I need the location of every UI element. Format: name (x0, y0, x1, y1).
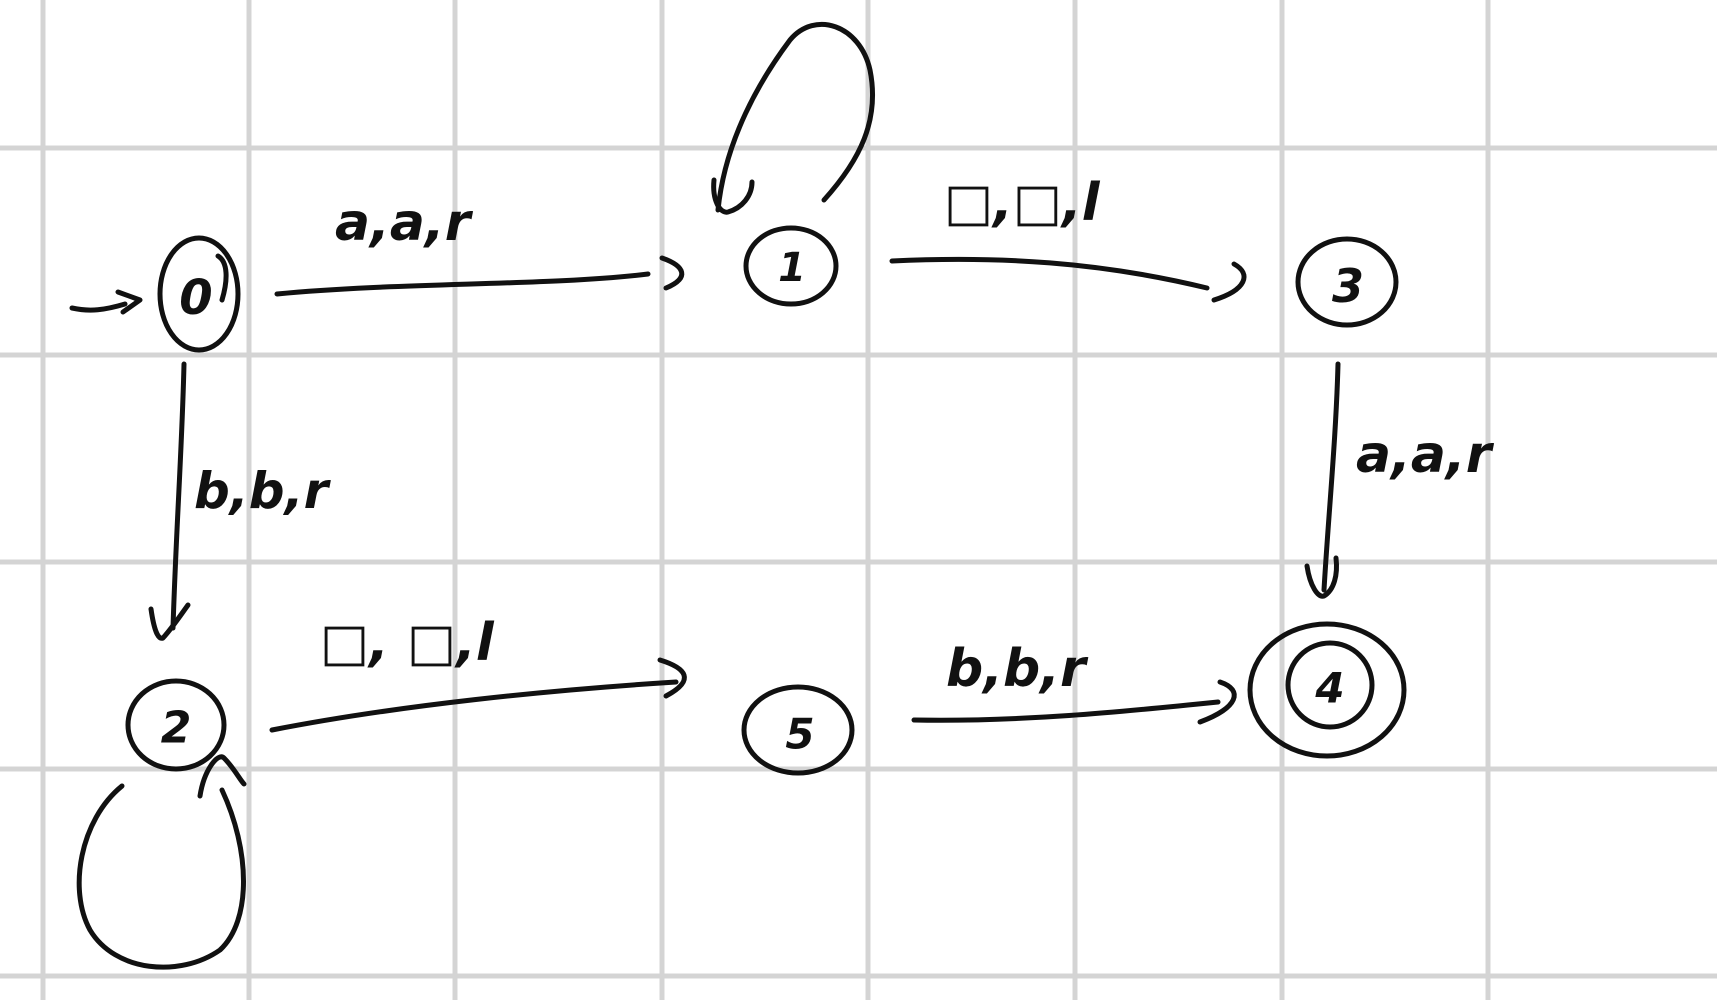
start-arrow (69, 289, 143, 315)
edge-0-1-line (274, 271, 651, 297)
state-3-label: 3 (1332, 259, 1364, 313)
edge-0-1-label: a,a,r (335, 193, 474, 253)
self-loop-2 (76, 754, 247, 970)
self-loop-2-curve (76, 783, 246, 970)
state-4-inner-circle (1285, 640, 1375, 730)
state-3: 3 (1295, 236, 1399, 328)
state-2: 2 (125, 678, 227, 772)
self-loop-1-arrowhead (711, 177, 755, 215)
state-5-label: 5 (785, 710, 814, 759)
edge-5-4-label: b,b,r (946, 639, 1089, 699)
edge-0-2: b,b,r (148, 361, 332, 641)
state-0-label: 0 (179, 270, 212, 326)
edge-0-2-arrowhead (148, 602, 191, 641)
state-4: 4 (1247, 621, 1407, 759)
edge-0-1-arrowhead (659, 255, 685, 291)
self-loop-2-arrowhead (197, 754, 247, 799)
edge-3-4: a,a,r (1304, 361, 1495, 599)
edge-2-5: □, □,l (269, 613, 687, 733)
edge-2-5-label: □, □,l (320, 613, 495, 673)
edge-0-1: a,a,r (274, 193, 685, 297)
state-5: 5 (741, 684, 855, 776)
state-0: 0 (157, 235, 241, 353)
edge-5-4: b,b,r (911, 639, 1237, 725)
state-1-circle (743, 225, 839, 307)
edge-3-4-line (1321, 361, 1341, 593)
edge-2-5-line (269, 679, 679, 733)
state-0-circle (157, 235, 241, 353)
state-1-label: 1 (778, 245, 806, 291)
edge-1-3-arrowhead (1211, 261, 1247, 303)
edge-0-2-line (170, 361, 187, 631)
self-loop-1 (711, 21, 876, 215)
state-0-inner-curl (215, 253, 229, 303)
state-2-circle (125, 678, 227, 772)
state-4-outer-circle (1247, 621, 1407, 759)
edge-2-5-arrowhead (657, 657, 687, 699)
state-2-label: 2 (161, 703, 192, 754)
self-loop-1-curve (715, 21, 876, 213)
edge-5-4-line (911, 699, 1221, 723)
edge-1-3-label: □,□,l (944, 173, 1101, 233)
state-5-circle (741, 684, 855, 776)
edge-3-4-arrowhead (1304, 555, 1339, 599)
edge-3-4-label: a,a,r (1356, 425, 1495, 485)
state-1: 1 (743, 225, 839, 307)
state-4-label: 4 (1314, 664, 1344, 713)
state-3-circle (1295, 236, 1399, 328)
edge-1-3: □,□,l (889, 173, 1247, 303)
edge-0-2-label: b,b,r (194, 462, 332, 520)
edge-5-4-arrowhead (1197, 679, 1237, 725)
edge-1-3-line (889, 256, 1210, 291)
